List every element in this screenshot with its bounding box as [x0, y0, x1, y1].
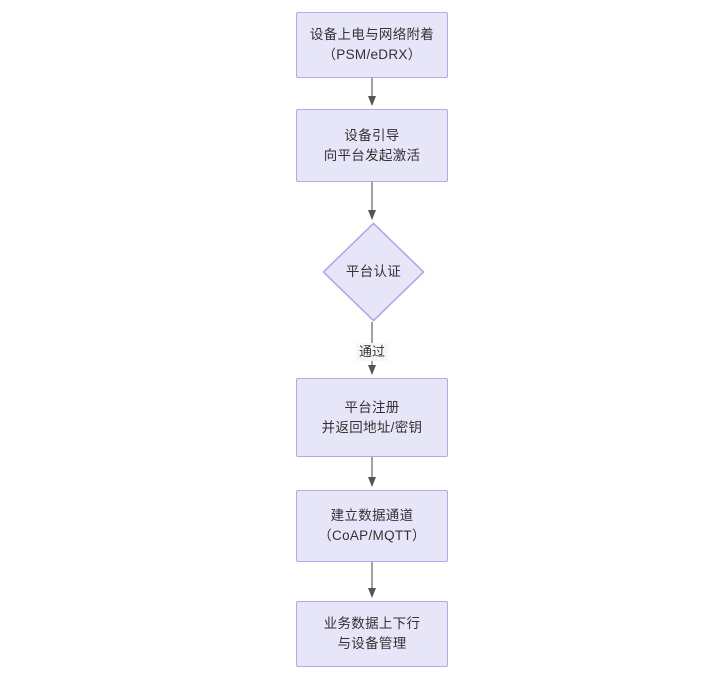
node-text-line: 业务数据上下行: [323, 616, 421, 631]
node-text-line: 平台认证: [345, 264, 402, 279]
node-text-line: 并返回地址/密钥: [321, 419, 423, 435]
diamond-shape: [322, 222, 425, 322]
flow-node-establish-data-channel[interactable]: 建立数据通道 （CoAP/MQTT）: [296, 490, 448, 562]
node-text-line: 向平台发起激活: [323, 147, 421, 163]
flow-node-platform-authentication[interactable]: 平台认证: [322, 222, 425, 322]
edge-label-pass: 通过: [355, 343, 389, 361]
flow-node-business-data-and-device-management[interactable]: 业务数据上下行 与设备管理: [296, 601, 448, 667]
node-text-line: 设备引导: [344, 127, 400, 143]
node-text-line: （CoAP/MQTT）: [318, 528, 426, 543]
flow-node-platform-registration[interactable]: 平台注册 并返回地址/密钥: [296, 378, 448, 457]
node-text-line: 平台注册: [344, 399, 400, 415]
node-text-line: 与设备管理: [337, 636, 407, 651]
node-text-line: （PSM/eDRX）: [322, 47, 422, 62]
flow-node-device-bootstrap[interactable]: 设备引导 向平台发起激活: [296, 109, 448, 182]
node-text-line: 建立数据通道: [330, 508, 414, 523]
flow-node-power-on-network-attach[interactable]: 设备上电与网络附着 （PSM/eDRX）: [296, 12, 448, 78]
node-text-line: 设备上电与网络附着: [309, 27, 435, 42]
